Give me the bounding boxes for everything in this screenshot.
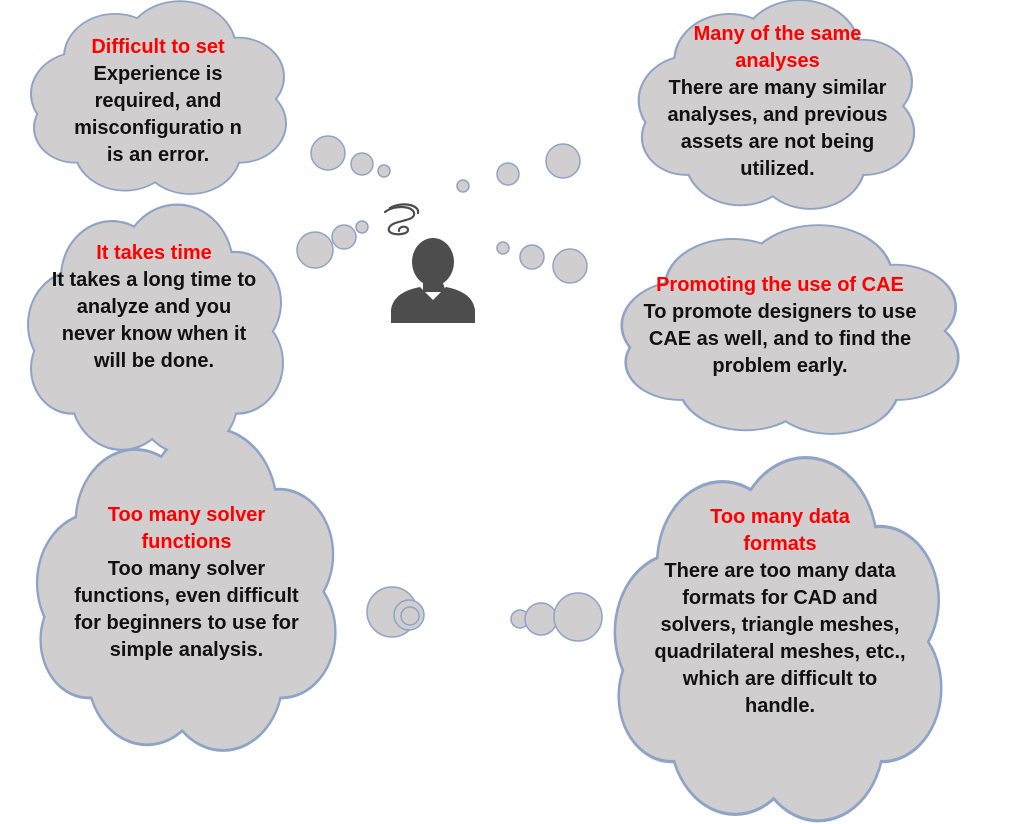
- cloud-promoting-cae: Promoting the use of CAE To promote desi…: [630, 272, 930, 380]
- cloud-body: Experience is required, and misconfigura…: [74, 63, 242, 166]
- cloud-takes-time: It takes time It takes a long time to an…: [48, 240, 260, 375]
- cloud-body: It takes a long time to analyze and you …: [51, 269, 257, 372]
- cloud-body: To promote designers to use CAE as well,…: [643, 301, 917, 377]
- cloud-title: Promoting the use of CAE: [656, 274, 904, 296]
- cloud-body: Too many solver functions, even difficul…: [74, 558, 299, 661]
- cloud-title: Difficult to set: [91, 36, 225, 58]
- cloud-title: It takes time: [96, 242, 212, 264]
- cloud-title: Too many solver functions: [107, 504, 266, 553]
- thought-bubbles: [296, 135, 603, 642]
- cloud-too-many-solver-functions: Too many solver functions Too many solve…: [64, 502, 309, 664]
- cloud-many-same-analyses: Many of the same analyses There are many…: [650, 21, 905, 183]
- cloud-too-many-data-formats: Too many data formats There are too many…: [645, 504, 915, 720]
- cloud-body: There are too many data formats for CAD …: [654, 560, 906, 717]
- confused-swirl-icon: [383, 203, 420, 236]
- cloud-title: Too many data formats: [710, 506, 850, 555]
- cloud-difficult-to-set: Difficult to set Experience is required,…: [58, 34, 258, 169]
- person-icon: [391, 238, 475, 323]
- cloud-title: Many of the same analyses: [693, 23, 862, 72]
- cloud-body: There are many similar analyses, and pre…: [667, 77, 888, 180]
